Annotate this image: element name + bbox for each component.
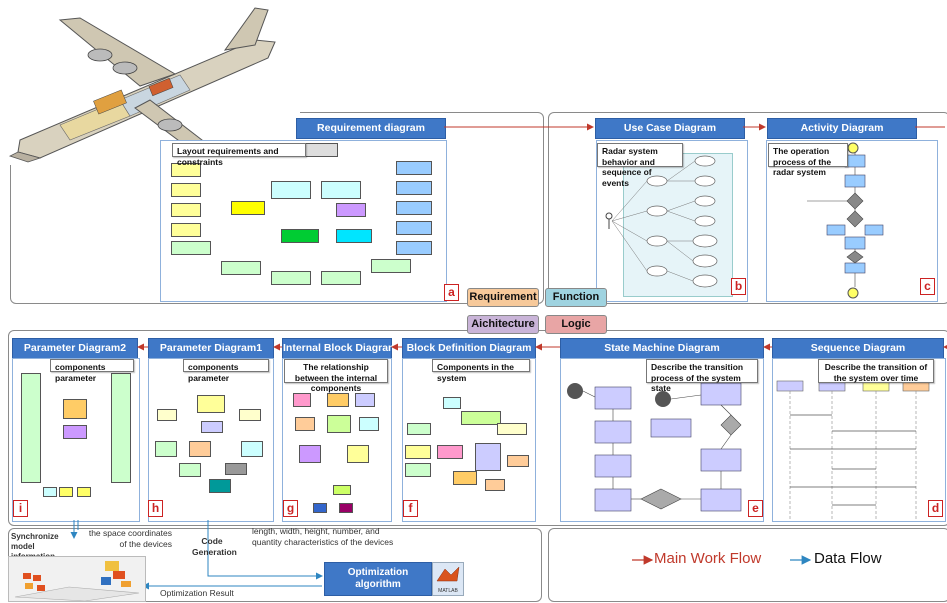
activity-note: The operation process of the radar syste…: [768, 143, 848, 177]
req-block: [321, 181, 361, 199]
sequence-note: Describe the transition of the system ov…: [818, 359, 934, 383]
req-block: [271, 271, 311, 285]
sequence-diagram-header: Sequence Diagram: [772, 338, 944, 359]
optimization-algorithm-box: Optimization algorithm: [324, 562, 432, 596]
req-block: [171, 241, 211, 255]
internal-block-diagram-panel: [282, 358, 392, 522]
panel-label-g: g: [283, 500, 298, 517]
panel-label-h: h: [148, 500, 163, 517]
req-block: [271, 181, 311, 199]
optimization-result-text: Optimization Result: [160, 588, 234, 598]
parameter-diagram1-panel: [148, 358, 274, 522]
optimization-algorithm-label: Optimization algorithm: [347, 567, 409, 590]
req-block: [371, 259, 411, 273]
block-definition-note: Components in the system: [432, 359, 530, 383]
dimensions-text: length, width, height, number, and quant…: [252, 526, 394, 547]
parameter-diagram1-note: components parameter: [183, 359, 269, 383]
activity-diagram-header: Activity Diagram: [767, 118, 917, 139]
requirement-diagram-header: Requirement diagram: [296, 118, 446, 139]
use-case-diagram-panel: [596, 140, 748, 302]
req-block: [336, 203, 366, 217]
panel-label-a: a: [444, 284, 459, 301]
req-block: [321, 271, 361, 285]
state-machine-diagram-header: State Machine Diagram: [560, 338, 764, 359]
matlab-logo-text: MATLAB: [438, 588, 458, 594]
function-pill: Function: [545, 288, 607, 307]
layout-3d-view: [8, 556, 146, 602]
legend-data-flow: Data Flow: [814, 550, 882, 567]
parameter-diagram2-header: Parameter Diagram2: [12, 338, 138, 359]
code-generation-text: Code Generation: [192, 536, 237, 557]
parameter-diagram2-note: components parameter: [50, 359, 134, 383]
use-case-diagram-header: Use Case Diagram: [595, 118, 745, 139]
requirement-note: Layout requirements and constraints: [172, 143, 306, 167]
req-block: [396, 181, 432, 195]
parameter-diagram2-panel: [12, 358, 140, 522]
panel-label-b: b: [731, 278, 746, 295]
req-block: [396, 241, 432, 255]
panel-label-i: i: [13, 500, 28, 517]
req-block: [171, 223, 201, 237]
req-block: [171, 183, 201, 197]
top-right-frame: [548, 112, 947, 304]
req-block: [221, 261, 261, 275]
requirement-diagram-panel: [160, 140, 447, 302]
panel-label-f: f: [403, 500, 418, 517]
use-case-note: Radar system behavior and sequence of ev…: [597, 143, 683, 188]
internal-block-diagram-header: Internal Block Diagram: [282, 338, 397, 359]
req-block: [231, 201, 265, 215]
block-definition-diagram-panel: [402, 358, 536, 522]
state-machine-diagram-panel: [560, 358, 764, 522]
req-block: [336, 229, 372, 243]
activity-diagram-panel: [766, 140, 938, 302]
logic-pill: Logic: [545, 315, 607, 334]
req-block: [281, 229, 319, 243]
state-machine-note: Describe the transition process of the s…: [646, 359, 758, 393]
legend-arrows: [632, 555, 812, 565]
panel-label-e: e: [748, 500, 763, 517]
req-block: [171, 203, 201, 217]
internal-block-note: The relationship between the internal co…: [284, 359, 388, 393]
matlab-logo: MATLAB: [432, 562, 464, 596]
panel-label-c: c: [920, 278, 935, 295]
req-block: [171, 163, 201, 177]
sequence-diagram-panel: [772, 358, 946, 522]
req-block: [396, 161, 432, 175]
panel-label-d: d: [928, 500, 943, 517]
space-coordinates-text: the space coordinates of the devices: [88, 528, 172, 549]
legend-main-flow: Main Work Flow: [654, 550, 762, 567]
req-block: [396, 201, 432, 215]
requirement-pill: Requirement: [467, 288, 539, 307]
req-block: [396, 221, 432, 235]
architecture-pill: Aichitecture: [467, 315, 539, 334]
